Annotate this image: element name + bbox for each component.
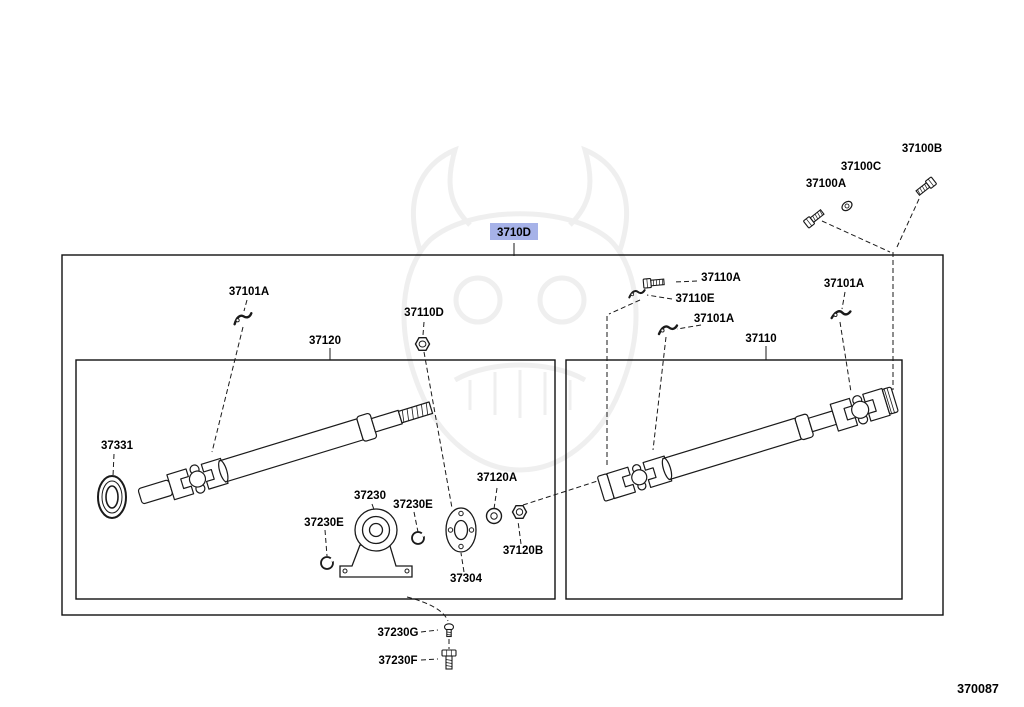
leader-line bbox=[608, 299, 641, 315]
part-label-3710D-highlighted[interactable]: 3710D bbox=[497, 227, 531, 239]
highlight-box bbox=[490, 223, 538, 240]
front-shaft-box bbox=[75, 359, 556, 600]
part-label-37100B[interactable]: 37100B bbox=[902, 143, 942, 155]
leader-line bbox=[406, 596, 449, 622]
pointer-lines bbox=[329, 243, 767, 360]
nut-icon-37110D bbox=[414, 337, 431, 351]
bolt-icon-37110A bbox=[642, 276, 665, 289]
nut-icon-37120B bbox=[511, 505, 528, 519]
clip-icon bbox=[830, 308, 852, 322]
washer-stud-icon-37100C bbox=[841, 200, 853, 212]
part-label-37230G[interactable]: 37230G bbox=[378, 627, 419, 639]
part-label-37101A[interactable]: 37101A bbox=[694, 313, 734, 325]
drawing-number: 370087 bbox=[957, 682, 999, 696]
bolt-icon-37100B bbox=[914, 176, 938, 198]
leader-lines bbox=[112, 198, 920, 661]
outer-assembly-box bbox=[61, 254, 944, 616]
part-label-37100C[interactable]: 37100C bbox=[841, 161, 881, 173]
seal-ring-icon bbox=[97, 475, 127, 519]
washer-icon bbox=[485, 507, 503, 525]
snap-ring-icon bbox=[319, 555, 335, 571]
part-label-37230F[interactable]: 37230F bbox=[378, 655, 417, 667]
leader-line bbox=[422, 321, 425, 336]
part-label-37120[interactable]: 37120 bbox=[309, 335, 341, 347]
part-label-37331[interactable]: 37331 bbox=[101, 440, 134, 452]
leader-line bbox=[673, 280, 698, 283]
leader-line bbox=[420, 658, 439, 661]
leader-line bbox=[522, 476, 611, 506]
part-label-37120B[interactable]: 37120B bbox=[503, 545, 543, 557]
clip-icon bbox=[657, 324, 679, 336]
leader-line bbox=[821, 220, 891, 253]
snap-ring-icon bbox=[410, 530, 426, 546]
part-label-37100A[interactable]: 37100A bbox=[806, 178, 846, 190]
screw-icon-37230G bbox=[443, 623, 455, 638]
clip-icon bbox=[232, 312, 254, 326]
leader-line bbox=[460, 552, 465, 573]
leader-line bbox=[841, 291, 846, 310]
leader-line bbox=[896, 198, 920, 248]
leader-line bbox=[423, 351, 453, 509]
leader-line bbox=[413, 511, 419, 533]
leader-line bbox=[324, 529, 328, 557]
part-label-37110A[interactable]: 37110A bbox=[701, 272, 741, 284]
part-label-37230[interactable]: 37230 bbox=[354, 490, 386, 502]
part-label-37230E[interactable]: 37230E bbox=[304, 517, 344, 529]
leader-line bbox=[420, 629, 439, 633]
part-label-37120A[interactable]: 37120A bbox=[477, 472, 517, 484]
watermark-logo bbox=[401, 145, 639, 473]
part-label-37304[interactable]: 37304 bbox=[450, 573, 483, 585]
bolt-icon-37230F bbox=[441, 649, 457, 670]
flange-icon bbox=[445, 507, 477, 553]
leader-line bbox=[112, 453, 115, 477]
part-label-37110[interactable]: 37110 bbox=[745, 333, 776, 345]
leader-line bbox=[243, 299, 248, 312]
leader-line bbox=[652, 336, 667, 451]
bolt-icon-37100A bbox=[802, 207, 826, 229]
part-label-37101A[interactable]: 37101A bbox=[229, 286, 269, 298]
part-label-37110D[interactable]: 37110D bbox=[404, 307, 444, 319]
rear-shaft-box bbox=[565, 359, 903, 600]
front-propeller-shaft bbox=[137, 401, 434, 505]
leader-line bbox=[839, 321, 852, 393]
part-label-37230E[interactable]: 37230E bbox=[393, 499, 433, 511]
leader-line bbox=[646, 294, 673, 300]
leader-line bbox=[493, 487, 498, 510]
leader-line bbox=[676, 324, 702, 330]
rear-propeller-shaft bbox=[597, 386, 899, 502]
part-label-37110E[interactable]: 37110E bbox=[675, 293, 714, 305]
leader-line bbox=[517, 520, 522, 545]
center-bearing-icon bbox=[339, 508, 413, 578]
part-label-37101A[interactable]: 37101A bbox=[824, 278, 864, 290]
leader-line bbox=[211, 326, 244, 453]
